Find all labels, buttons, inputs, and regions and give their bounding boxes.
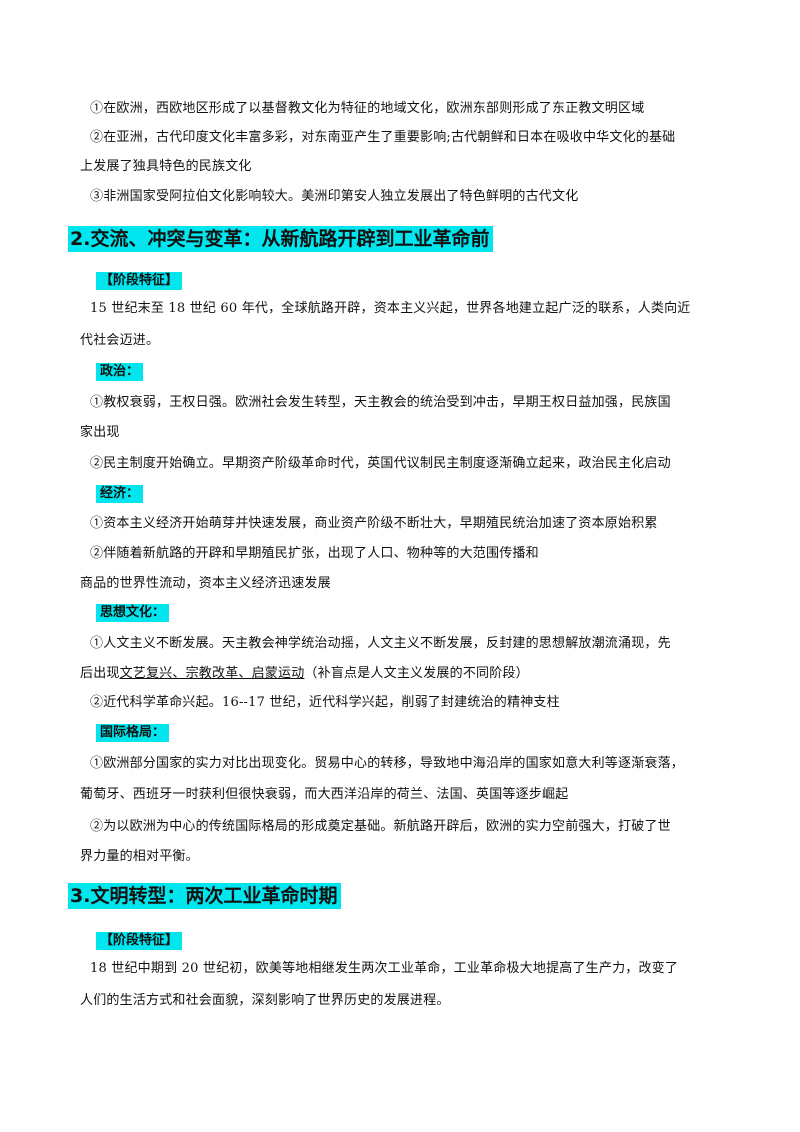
thought-underlined-movements: 文艺复兴、宗教改革、启蒙运动 [119, 666, 305, 681]
paragraph-asia-cont: 上发展了独具特色的民族文化 [80, 159, 252, 174]
paragraph-europe: ①在欧洲，西欧地区形成了以基督教文化为特征的地域文化，欧洲东部则形成了东正教文明… [90, 101, 645, 116]
thought-suffix: （补盲点是人文主义发展的不同阶段） [304, 666, 529, 681]
stage-feature-text-2-cont: 人们的生活方式和社会面貌，深刻影响了世界历史的发展进程。 [80, 993, 450, 1008]
stage-feature-text-cont: 代社会迈进。 [80, 333, 160, 348]
politics-item-2: ②民主制度开始确立。早期资产阶级革命时代，英国代议制民主制度逐渐确立起来，政治民… [90, 456, 671, 471]
economy-item-1: ①资本主义经济开始萌芽并快速发展，商业资产阶级不断壮大，早期殖民统治加速了资本原… [90, 516, 658, 531]
stage-feature-text: 15 世纪末至 18 世纪 60 年代，全球航路开辟，资本主义兴起，世界各地建立… [90, 301, 691, 316]
economy-item-2-cont: 商品的世界性流动，资本主义经济迅速发展 [80, 576, 331, 591]
politics-item-1: ①教权衰弱，王权日强。欧洲社会发生转型，天主教会的统治受到冲击，早期王权日益加强… [90, 395, 671, 410]
international-item-2: ②为以欧洲为中心的传统国际格局的形成奠定基础。新航路开辟后，欧洲的实力空前强大，… [90, 819, 671, 834]
thought-item-2: ②近代科学革命兴起。16--17 世纪，近代科学兴起，削弱了封建统治的精神支柱 [90, 695, 560, 710]
international-tag: 国际格局： [96, 724, 170, 742]
paragraph-africa-america: ③非洲国家受阿拉伯文化影响较大。美洲印第安人独立发展出了特色鲜明的古代文化 [90, 189, 579, 204]
stage-feature-tag-2: 【阶段特征】 [96, 932, 183, 950]
thought-prefix: 后出现 [80, 666, 120, 681]
international-item-1: ①欧洲部分国家的实力对比出现变化。贸易中心的转移，导致地中海沿岸的国家如意大利等… [90, 756, 685, 771]
stage-feature-text-2: 18 世纪中期到 20 世纪初，欧美等地相继发生两次工业革命，工业革命极大地提高… [90, 961, 679, 976]
section-2-heading: 2.交流、冲突与变革：从新航路开辟到工业革命前 [68, 226, 494, 252]
thought-item-1: ①人文主义不断发展。天主教会神学统治动摇，人文主义不断发展，反封建的思想解放潮流… [90, 636, 671, 651]
thought-culture-tag: 思想文化： [96, 604, 170, 622]
economy-tag: 经济： [96, 485, 144, 503]
paragraph-asia: ②在亚洲，古代印度文化丰富多彩，对东南亚产生了重要影响;古代朝鲜和日本在吸收中华… [90, 130, 676, 145]
thought-item-1-cont: 后出现文艺复兴、宗教改革、启蒙运动（补盲点是人文主义发展的不同阶段） [80, 665, 740, 683]
stage-feature-tag: 【阶段特征】 [96, 272, 183, 290]
economy-item-2: ②伴随着新航路的开辟和早期殖民扩张，出现了人口、物种等的大范围传播和 [90, 546, 539, 561]
international-item-2-cont: 界力量的相对平衡。 [80, 849, 199, 864]
international-item-1-cont: 葡萄牙、西班牙一时获利但很快衰弱，而大西洋沿岸的荷兰、法国、英国等逐步崛起 [80, 787, 569, 802]
section-3-heading: 3.文明转型：两次工业革命时期 [68, 883, 342, 909]
politics-tag: 政治： [96, 363, 144, 381]
politics-item-1-cont: 家出现 [80, 425, 120, 440]
